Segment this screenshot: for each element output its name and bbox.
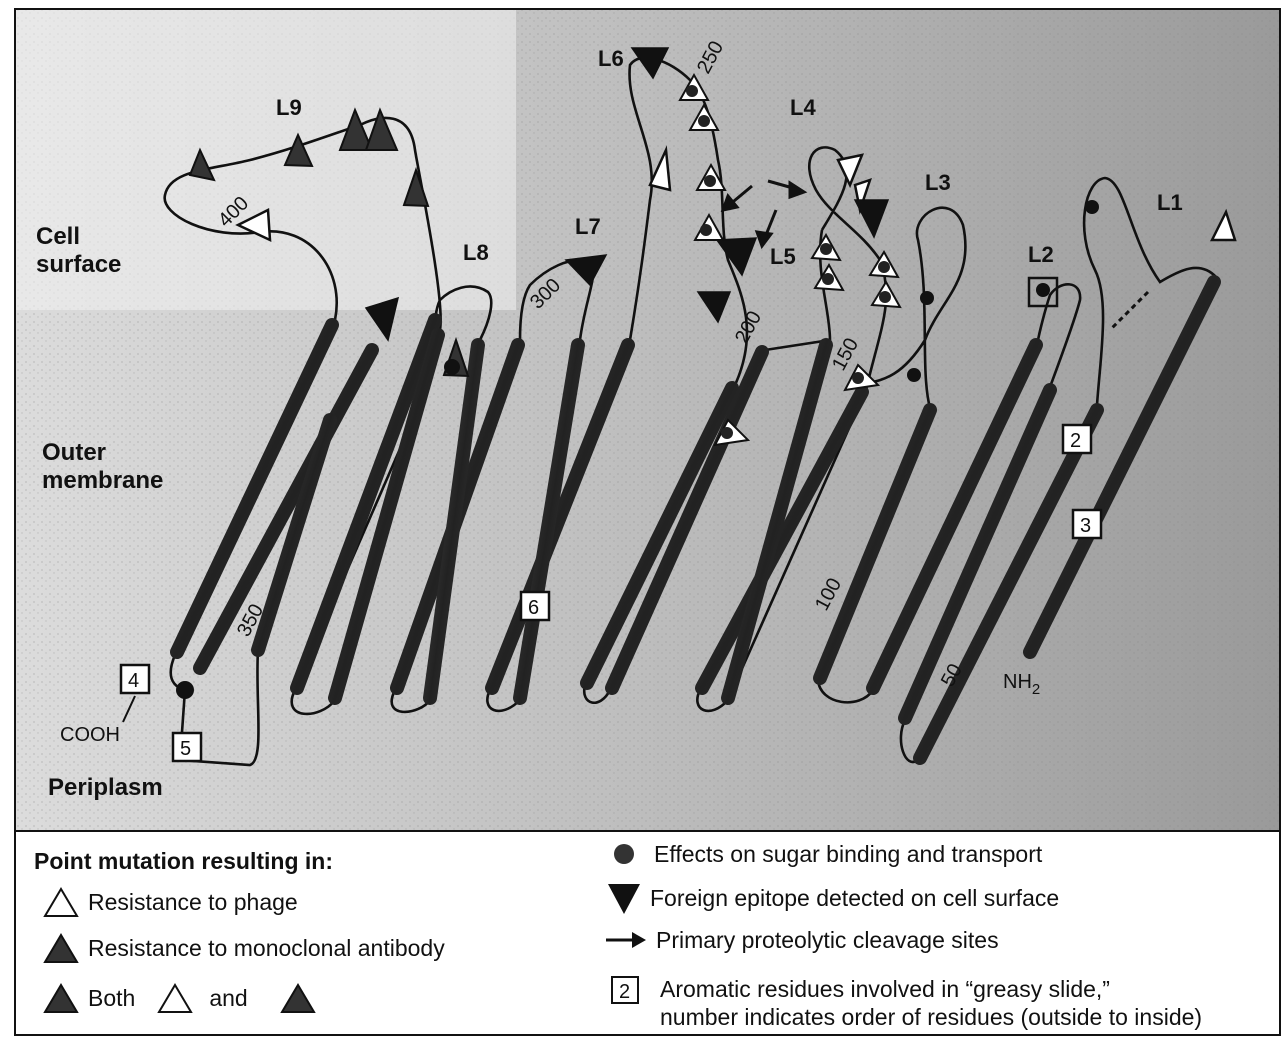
svg-text:2: 2	[1070, 430, 1081, 452]
svg-text:6: 6	[528, 597, 539, 619]
outer-membrane-label-line2: membrane	[42, 467, 163, 494]
greasy-box-3: 3	[1073, 510, 1101, 538]
legend-greasy-line1: Aromatic residues involved in “greasy sl…	[660, 976, 1110, 1002]
loop-l4-label: L4	[790, 95, 816, 120]
legend-greasy-line2: number indicates order of residues (outs…	[660, 1004, 1202, 1030]
shaded-triangle-small-icon	[278, 982, 318, 1014]
legend-cleavage-text: Primary proteolytic cleavage sites	[656, 927, 999, 954]
filled-circle-icon	[610, 840, 640, 868]
periplasm-label: Periplasm	[48, 774, 163, 801]
arrow-icon	[604, 926, 648, 954]
both-triangle-icon	[42, 982, 80, 1014]
loop-l7-label: L7	[575, 214, 601, 239]
legend-phage-row: Resistance to phage	[42, 886, 298, 918]
c-terminus-label: COOH	[60, 724, 120, 746]
greasy-box-2: 2	[1063, 425, 1091, 453]
legend-cleavage-row: Primary proteolytic cleavage sites	[604, 926, 999, 954]
legend-phage-text: Resistance to phage	[88, 889, 298, 916]
legend-both-and: and	[209, 985, 247, 1012]
legend-title: Point mutation resulting in:	[34, 848, 333, 875]
svg-text:4: 4	[128, 670, 139, 692]
loop-l3-label: L3	[925, 170, 951, 195]
legend-both-prefix: Both	[88, 985, 135, 1012]
legend-both-row: Both and	[42, 982, 326, 1014]
greasy-box-5: 5	[173, 733, 201, 761]
inverted-triangle-icon	[606, 880, 642, 916]
loop-l5-label: L5	[770, 244, 796, 269]
loop-l2-label: L2	[1028, 242, 1054, 267]
legend-sugar-row: Effects on sugar binding and transport	[610, 840, 1042, 868]
loop-l1-label: L1	[1157, 190, 1183, 215]
legend-greasy-box-number: 2	[619, 981, 630, 1003]
greasy-box-4: 4	[121, 665, 149, 693]
open-triangle-icon	[42, 886, 80, 918]
outer-membrane-label-line1: Outer	[42, 439, 106, 466]
open-triangle-small-icon	[155, 982, 195, 1014]
loop-l6-label: L6	[598, 46, 624, 71]
legend-greasy-row: 2 Aromatic residues involved in “greasy …	[610, 975, 1202, 1031]
loop-l8-label: L8	[463, 240, 489, 265]
legend-epitope-row: Foreign epitope detected on cell surface	[606, 880, 1059, 916]
legend-antibody-text: Resistance to monoclonal antibody	[88, 935, 445, 962]
shaded-triangle-icon	[42, 932, 80, 964]
greasy-box-6: 6	[521, 592, 549, 620]
legend-epitope-text: Foreign epitope detected on cell surface	[650, 885, 1059, 912]
svg-text:5: 5	[180, 738, 191, 760]
legend-greasy-text: Aromatic residues involved in “greasy sl…	[660, 975, 1202, 1031]
loop-l9-label: L9	[276, 95, 302, 120]
numbered-box-icon: 2	[610, 975, 644, 1005]
svg-text:3: 3	[1080, 515, 1091, 537]
cell-surface-label-line1: Cell	[36, 223, 80, 250]
cell-surface-label-line2: surface	[36, 251, 121, 278]
legend-sugar-text: Effects on sugar binding and transport	[654, 841, 1042, 868]
legend-antibody-row: Resistance to monoclonal antibody	[42, 932, 445, 964]
